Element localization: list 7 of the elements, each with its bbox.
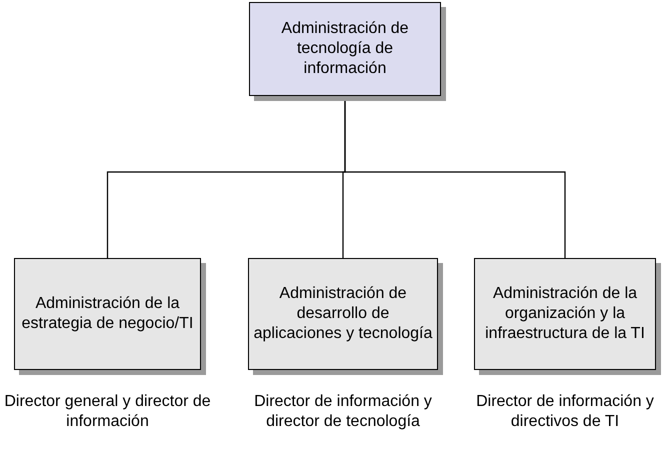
box-text: Administración de la organización y la infraestructura de la TI bbox=[484, 284, 646, 344]
role-caption: Director de información y directivos de TI bbox=[475, 392, 655, 432]
box-text: Administración de desarrollo de aplicaciones y tecnología bbox=[253, 284, 433, 344]
role-caption: Director de información y director de tecnología bbox=[253, 392, 433, 432]
role-caption: Director general y director de información bbox=[3, 392, 212, 432]
box-text: Administración de la estrategia de negocio/TI bbox=[20, 294, 194, 334]
box-text: Administración de tecnología de información bbox=[280, 19, 410, 79]
